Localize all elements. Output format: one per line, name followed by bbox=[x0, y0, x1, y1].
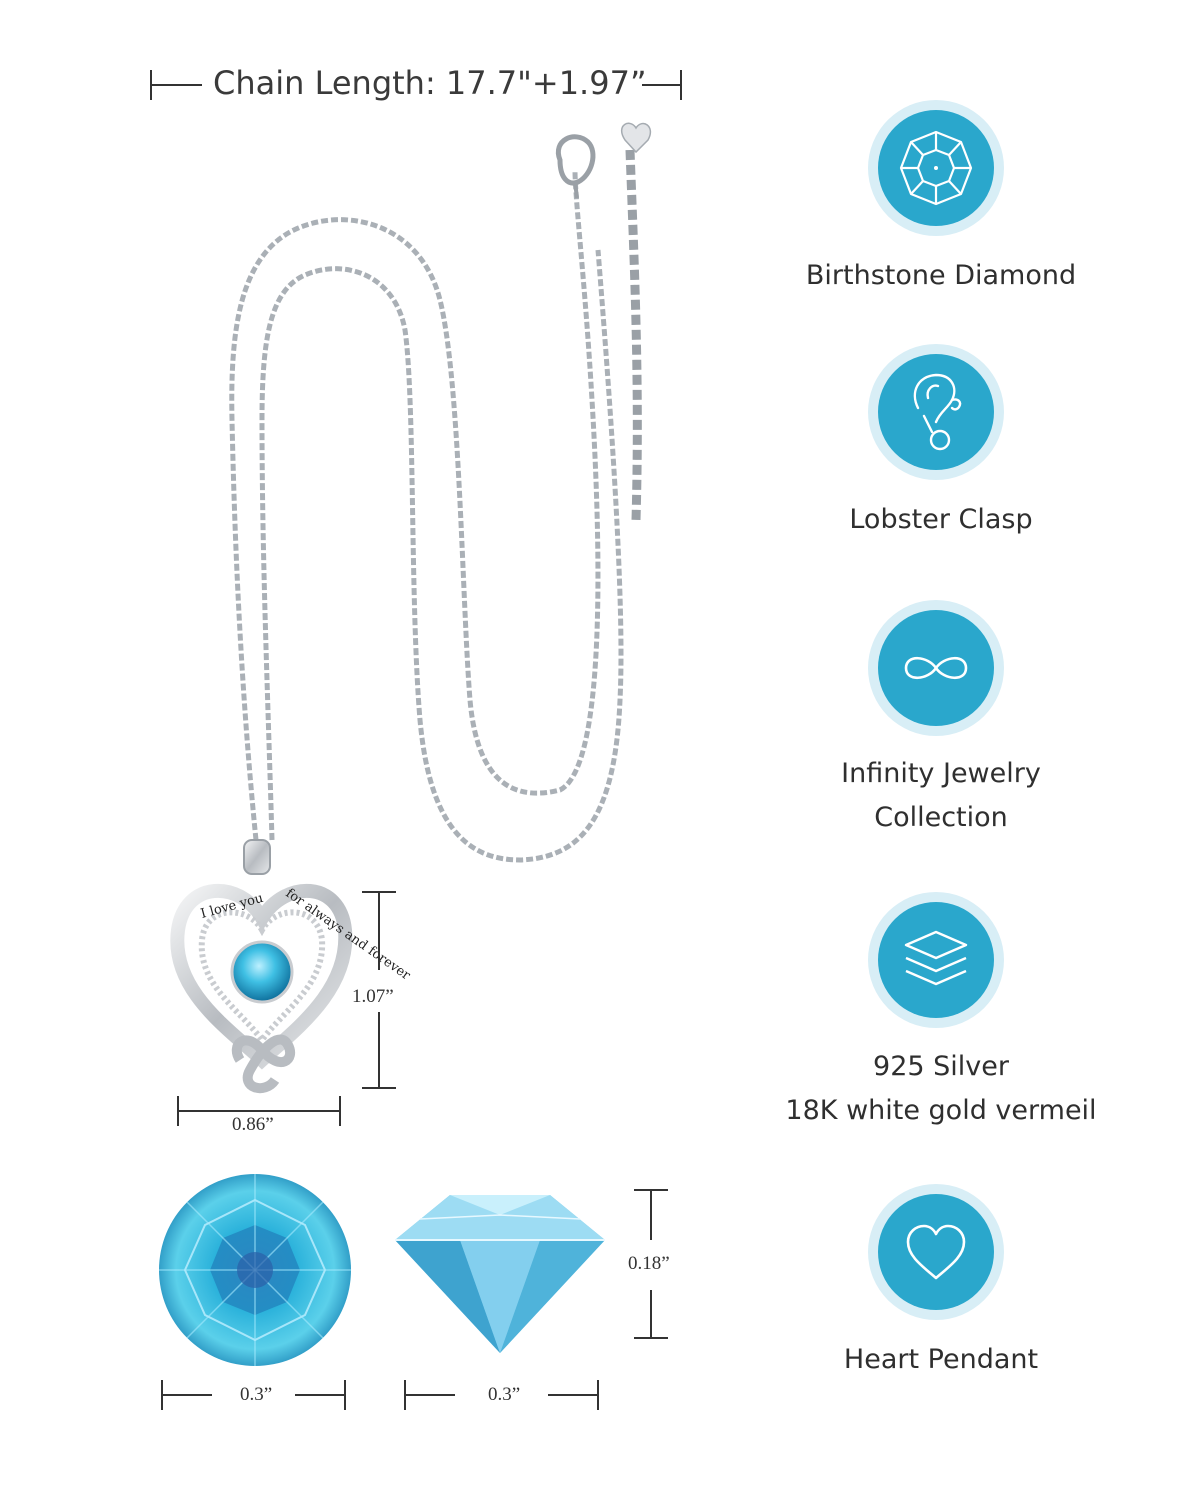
pendant-height-arrows bbox=[362, 891, 396, 1089]
feature-label-silver: 925 Silver 18K white gold vermeil bbox=[780, 1045, 1102, 1133]
feature-label-birthstone: Birthstone Diamond bbox=[805, 260, 1077, 291]
stone-top-view bbox=[159, 1174, 351, 1366]
feature-label-infinity: Infinity Jewelry Collection bbox=[780, 752, 1102, 840]
stone-side-width-label: 0.3” bbox=[488, 1384, 521, 1405]
feature-label-heart-pendant: Heart Pendant bbox=[843, 1344, 1039, 1375]
stone-side-view bbox=[395, 1195, 605, 1353]
layers-icon bbox=[866, 890, 1006, 1030]
heart-icon bbox=[866, 1182, 1006, 1322]
chain-length-arrows bbox=[150, 70, 682, 100]
feature-label-infinity-line2: Collection bbox=[874, 802, 1008, 833]
stone-height-label: 0.18” bbox=[628, 1253, 670, 1274]
chain-length-label: Chain Length: 17.7"+1.97” bbox=[213, 64, 647, 102]
infinity-icon bbox=[866, 598, 1006, 738]
necklace-image: I love you for always and forever bbox=[170, 122, 652, 1094]
feature-label-silver-line1: 925 Silver bbox=[873, 1051, 1009, 1082]
stone-top-width-arrows bbox=[161, 1380, 346, 1410]
feature-label-silver-line2: 18K white gold vermeil bbox=[785, 1095, 1097, 1126]
stone-side-width-arrows bbox=[404, 1380, 599, 1410]
feature-label-lobster-clasp: Lobster Clasp bbox=[849, 504, 1033, 535]
lobster-clasp-icon bbox=[866, 342, 1006, 482]
stone-top-width-label: 0.3” bbox=[240, 1384, 273, 1405]
pendant-height-label: 1.07” bbox=[352, 986, 394, 1007]
pendant-stone bbox=[230, 940, 294, 1004]
diamond-icon bbox=[866, 98, 1006, 238]
feature-label-infinity-line1: Infinity Jewelry bbox=[841, 758, 1041, 789]
lobster-clasp bbox=[555, 134, 596, 199]
stone-height-arrows bbox=[634, 1189, 668, 1339]
heart-tag bbox=[620, 122, 652, 154]
pendant-width-label: 0.86” bbox=[232, 1114, 274, 1135]
pendant-width-arrows bbox=[177, 1096, 341, 1126]
